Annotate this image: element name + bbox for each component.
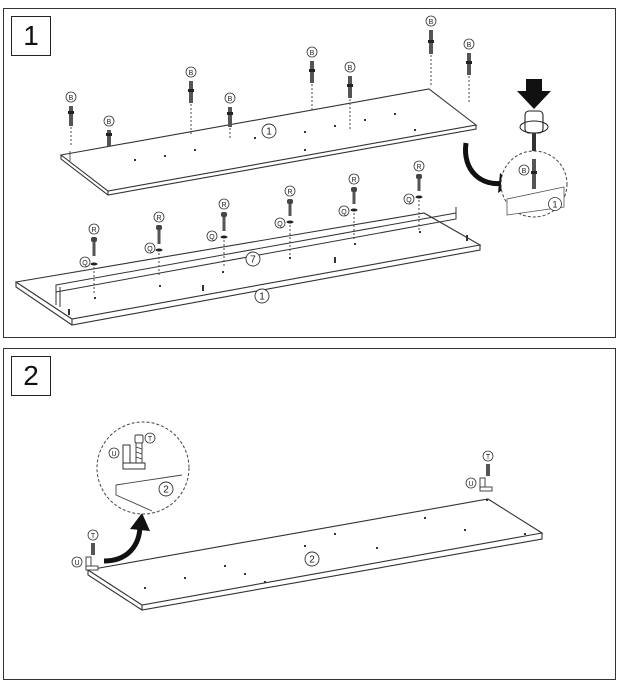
bolt: B xyxy=(103,115,115,146)
bolt: B xyxy=(65,91,77,147)
curved-arrow-icon xyxy=(463,142,505,187)
screw-letter: T xyxy=(486,454,491,461)
bolt: B xyxy=(425,15,437,85)
washer-letter: Q xyxy=(82,260,88,267)
rivet: R xyxy=(153,211,165,277)
rivet-letter: R xyxy=(287,189,292,196)
bolt-letter: B xyxy=(228,96,233,103)
top-panel xyxy=(59,88,478,196)
step-1-panel: 1 1 B xyxy=(3,8,616,338)
panel-2 xyxy=(86,498,544,611)
washer: Q xyxy=(206,230,218,242)
washer: Q xyxy=(144,242,156,254)
washer-letter: Q xyxy=(277,221,283,228)
washer-letter: Q xyxy=(341,209,347,216)
step-2-number: 2 xyxy=(11,356,51,396)
washer-letter: Q xyxy=(209,234,215,241)
rail-label: 7 xyxy=(250,255,256,266)
screw-letter: T xyxy=(91,533,96,540)
bolt-letter: B xyxy=(189,70,194,77)
rivet-letter: R xyxy=(91,227,96,234)
detail-bracket-letter: U xyxy=(111,451,116,458)
detail-panel-label: 2 xyxy=(163,485,169,496)
curved-arrow-icon xyxy=(103,524,143,564)
top-panel-holes xyxy=(134,113,416,161)
bolt: B xyxy=(185,66,197,136)
bracket-letter: U xyxy=(468,481,473,488)
detail-screw-letter: T xyxy=(148,436,153,443)
washer: Q xyxy=(338,205,350,217)
rail xyxy=(55,207,457,307)
right-fastener: T U xyxy=(465,450,494,492)
bottom-panel xyxy=(14,212,482,326)
step-2-illustration: 2 T U T U xyxy=(71,421,544,611)
bolt-letter: B xyxy=(107,119,112,126)
bolts-group: B B B B xyxy=(65,15,475,147)
washer: Q xyxy=(403,193,415,205)
top-panel-callout: 1 xyxy=(261,123,277,139)
rail-callout: 7 xyxy=(245,251,261,267)
bolt-letter: B xyxy=(429,19,434,26)
bolt-letter: B xyxy=(467,42,472,49)
rivet-letter: R xyxy=(156,215,161,222)
step-1-number: 1 xyxy=(11,16,51,56)
bottom-panel-callout: 1 xyxy=(254,288,270,304)
washer-letter: Q xyxy=(147,246,153,253)
bolt-letter: B xyxy=(310,50,315,57)
detail-panel-label: 1 xyxy=(552,200,557,210)
bracket-letter: U xyxy=(74,560,79,567)
rivet: R xyxy=(218,198,230,268)
panel-2-label: 2 xyxy=(309,555,315,566)
rivets-group: R Q R Q xyxy=(79,160,425,295)
washer: Q xyxy=(79,256,91,268)
bottom-panel-holes xyxy=(68,231,468,315)
washer-letter: Q xyxy=(406,197,412,204)
step-1-illustration: 1 B B B xyxy=(14,15,568,326)
bolt-letter: B xyxy=(69,95,74,102)
rivet: R xyxy=(413,160,425,230)
washer: Q xyxy=(274,217,286,229)
bottom-panel-label: 1 xyxy=(259,292,265,303)
rivet-letter: R xyxy=(221,202,226,209)
bolt-detail-view: B 1 xyxy=(500,150,568,218)
rivet-letter: R xyxy=(351,177,356,184)
detail-bolt-letter: B xyxy=(522,168,527,175)
bracket-detail-view: 2 T U xyxy=(96,421,190,515)
top-panel-label: 1 xyxy=(266,127,272,138)
bolt: B xyxy=(306,46,318,110)
left-fastener: T U xyxy=(71,529,99,571)
rivet: R xyxy=(348,173,360,241)
rivet: R xyxy=(88,223,100,295)
arrow-head-icon xyxy=(130,513,150,531)
screwdriver-icon xyxy=(517,79,551,151)
rivet-letter: R xyxy=(416,164,421,171)
rivet: R xyxy=(284,185,296,255)
bolt: B xyxy=(224,92,236,138)
panel-2-callout: 2 xyxy=(304,551,320,567)
bolt-letter: B xyxy=(348,65,353,72)
bolt: B xyxy=(344,61,356,129)
panel-2-holes xyxy=(144,499,526,589)
bolt: B xyxy=(463,38,475,104)
step-2-panel: 2 2 T xyxy=(3,348,616,680)
